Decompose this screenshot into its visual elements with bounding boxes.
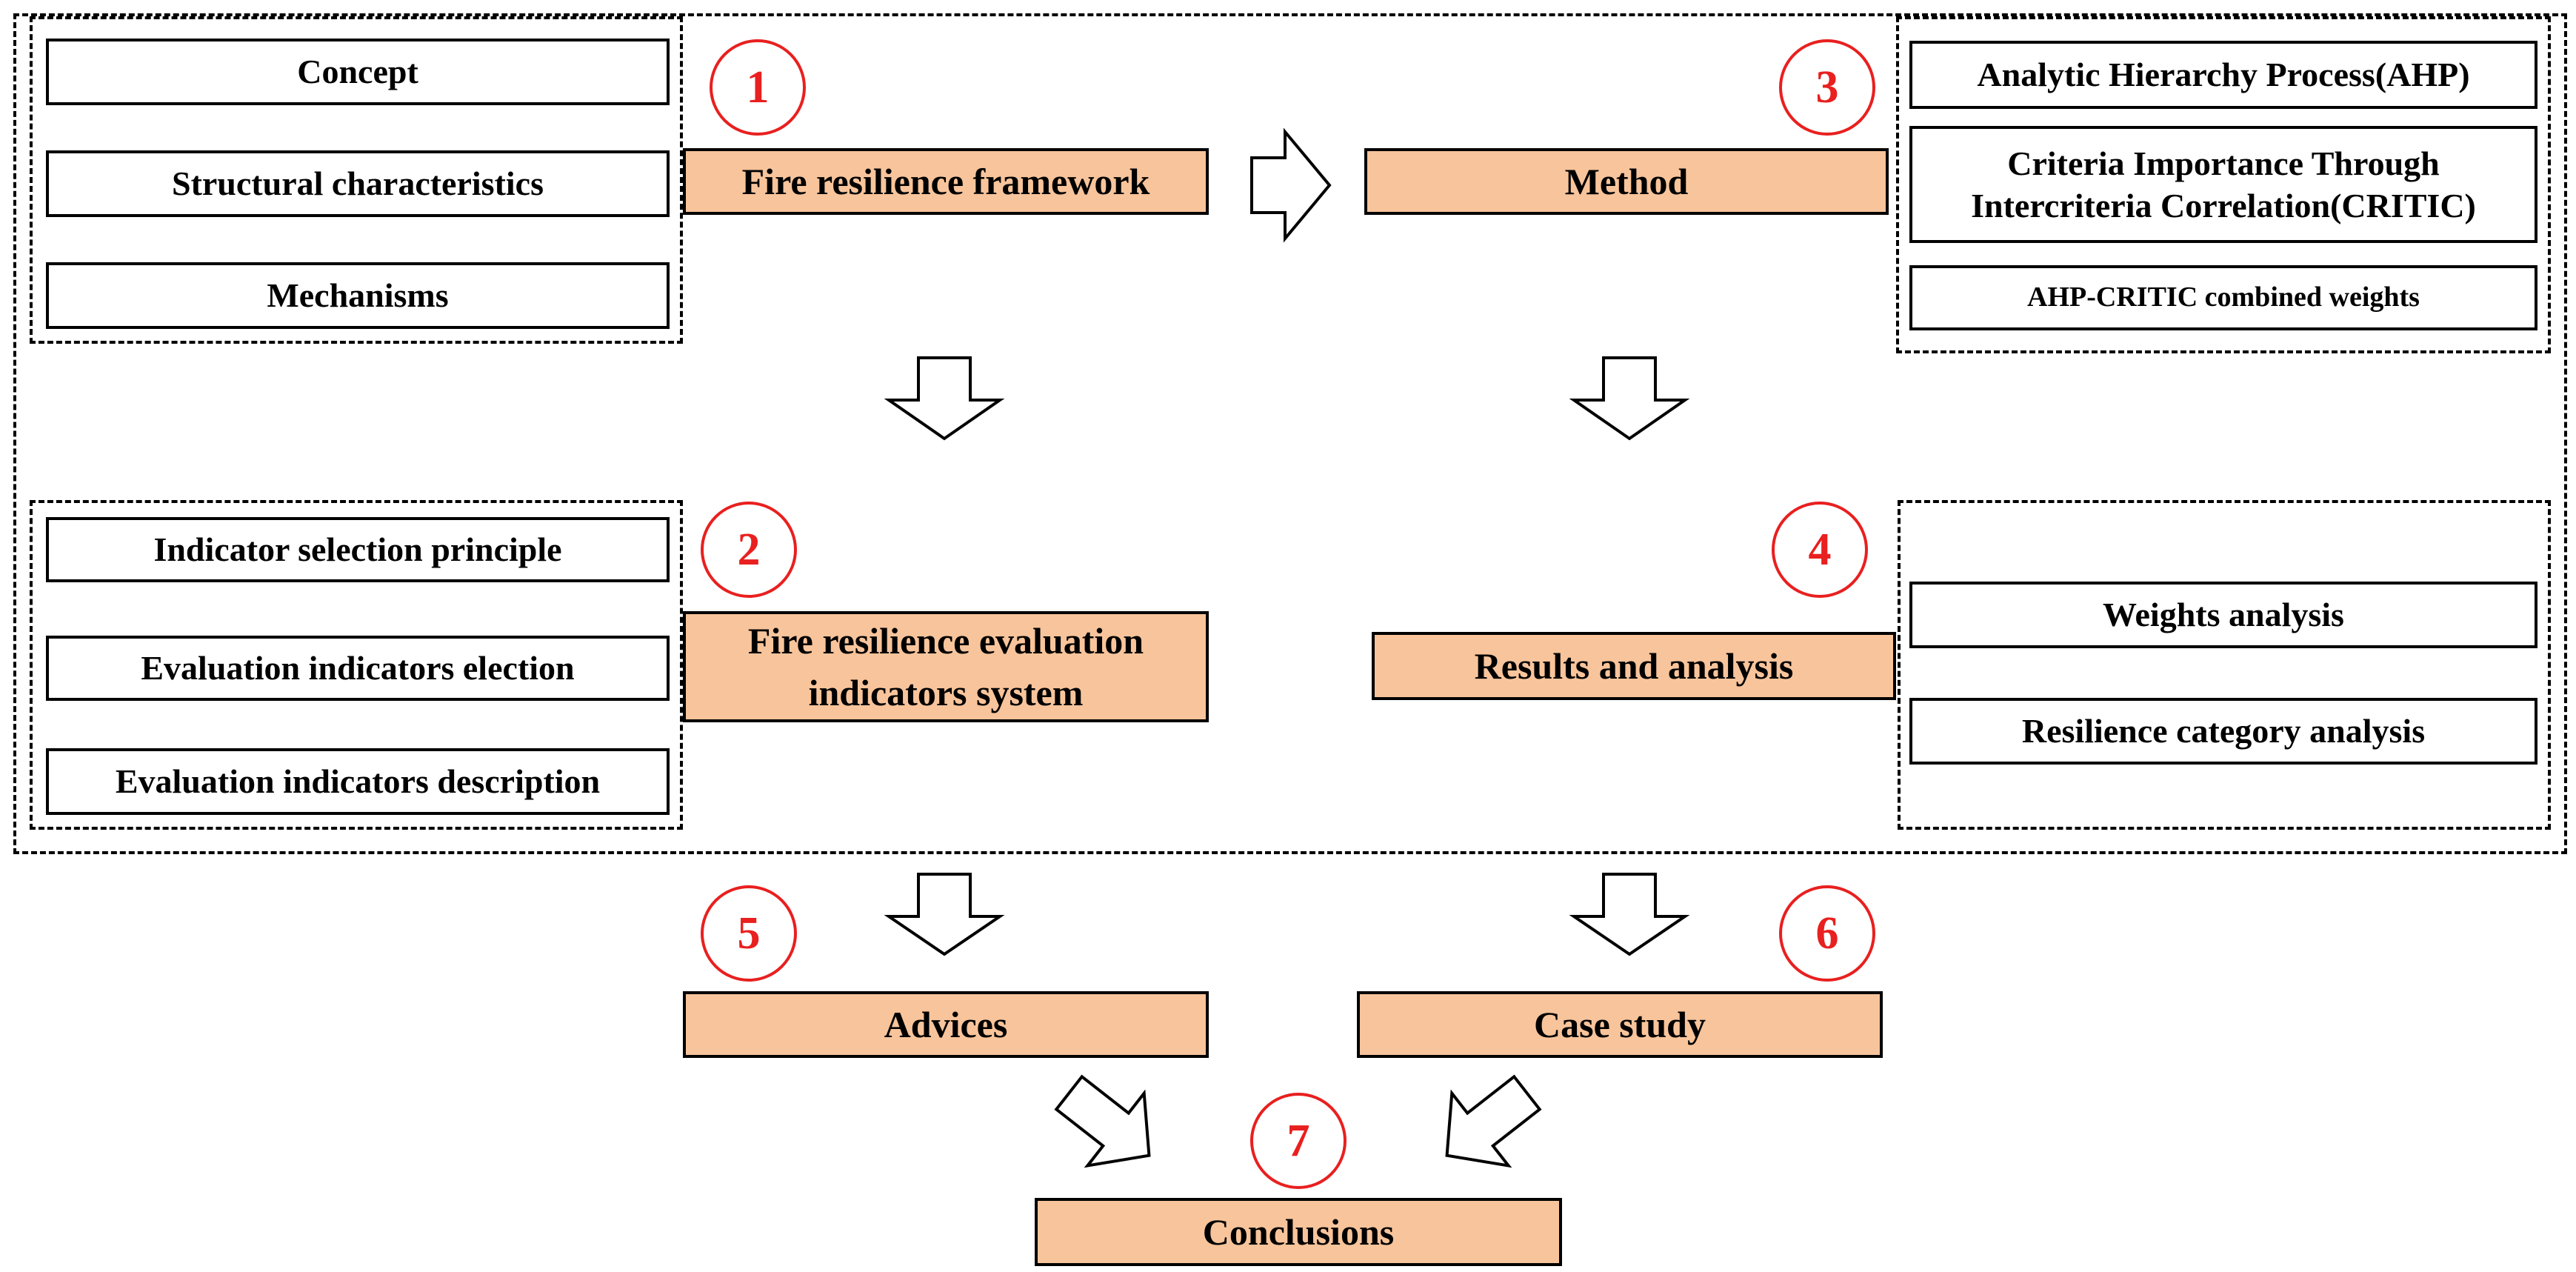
critic-label-line2: Intercriteria Correlation(CRITIC) — [1971, 187, 2476, 224]
structural-characteristics-label: Structural characteristics — [171, 164, 544, 203]
mechanisms-label: Mechanisms — [267, 276, 449, 315]
resilience-category-analysis-box: Resilience category analysis — [1909, 698, 2537, 765]
fire-resilience-framework-label: Fire resilience framework — [741, 161, 1150, 202]
group-3-subtopics — [1896, 16, 2551, 353]
arrow-down-indicators-to-advices — [884, 873, 1005, 956]
step-4-number: 4 — [1808, 524, 1832, 575]
critic-label-line1: Criteria Importance Through — [2007, 144, 2440, 182]
evaluation-indicators-election-label: Evaluation indicators election — [141, 649, 575, 687]
step-2-number: 2 — [737, 524, 761, 575]
arrow-diagonal-case-study-to-conclusions — [1445, 1074, 1542, 1168]
step-1-number: 1 — [746, 61, 770, 113]
group-4-subtopics — [1898, 500, 2551, 830]
fire-resilience-evaluation-indicators-system-box: Fire resilience evaluation indicators sy… — [683, 611, 1209, 722]
ahp-critic-combined-weights-label: AHP-CRITIC combined weights — [2027, 282, 2420, 313]
indicator-selection-principle-box: Indicator selection principle — [46, 517, 670, 582]
step-7-number-badge: 7 — [1250, 1093, 1347, 1189]
step-5-number-badge: 5 — [701, 885, 797, 982]
mechanisms-box: Mechanisms — [46, 262, 670, 329]
conclusions-box: Conclusions — [1035, 1198, 1562, 1266]
results-and-analysis-label: Results and analysis — [1474, 645, 1794, 687]
weights-analysis-label: Weights analysis — [2103, 596, 2344, 634]
step-1-number-badge: 1 — [710, 39, 806, 136]
indicator-selection-principle-label: Indicator selection principle — [153, 530, 562, 569]
method-box: Method — [1364, 148, 1889, 215]
step-3-number-badge: 3 — [1779, 39, 1875, 136]
evaluation-indicators-description-label: Evaluation indicators description — [115, 762, 601, 801]
conclusions-label: Conclusions — [1202, 1211, 1395, 1253]
arrow-down-method-to-results — [1569, 356, 1690, 441]
evaluation-indicators-system-line2: indicators system — [808, 672, 1084, 713]
structural-characteristics-box: Structural characteristics — [46, 150, 670, 217]
step-2-number-badge: 2 — [701, 502, 797, 598]
step-3-number: 3 — [1815, 61, 1839, 113]
concept-box: Concept — [46, 39, 670, 105]
case-study-label: Case study — [1534, 1004, 1706, 1045]
advices-box: Advices — [683, 991, 1209, 1058]
method-label: Method — [1564, 161, 1689, 202]
results-and-analysis-box: Results and analysis — [1372, 632, 1896, 700]
advices-label: Advices — [884, 1004, 1008, 1045]
critic-box: Criteria Importance Through Intercriteri… — [1909, 126, 2537, 243]
arrow-diagonal-advices-to-conclusions — [1054, 1074, 1151, 1168]
step-4-number-badge: 4 — [1772, 502, 1868, 598]
weights-analysis-box: Weights analysis — [1909, 582, 2537, 648]
arrow-down-results-to-case-study — [1569, 873, 1690, 956]
resilience-category-analysis-label: Resilience category analysis — [2021, 712, 2426, 750]
arrow-right-framework-to-method — [1250, 127, 1332, 243]
group-2-subtopics — [30, 500, 683, 830]
ahp-label: Analytic Hierarchy Process(AHP) — [1977, 56, 2470, 94]
main-framework-boundary — [13, 13, 2567, 854]
ahp-box: Analytic Hierarchy Process(AHP) — [1909, 41, 2537, 109]
group-1-subtopics — [30, 16, 683, 344]
case-study-box: Case study — [1357, 991, 1883, 1058]
concept-label: Concept — [297, 53, 418, 91]
fire-resilience-framework-box: Fire resilience framework — [683, 148, 1209, 215]
evaluation-indicators-election-box: Evaluation indicators election — [46, 636, 670, 701]
evaluation-indicators-system-line1: Fire resilience evaluation — [747, 620, 1144, 662]
step-6-number-badge: 6 — [1779, 885, 1875, 982]
arrow-down-framework-to-indicators — [884, 356, 1005, 441]
ahp-critic-combined-weights-box: AHP-CRITIC combined weights — [1909, 265, 2537, 330]
step-6-number: 6 — [1815, 908, 1839, 959]
step-7-number: 7 — [1287, 1115, 1310, 1166]
step-5-number: 5 — [737, 908, 761, 959]
evaluation-indicators-description-box: Evaluation indicators description — [46, 748, 670, 815]
